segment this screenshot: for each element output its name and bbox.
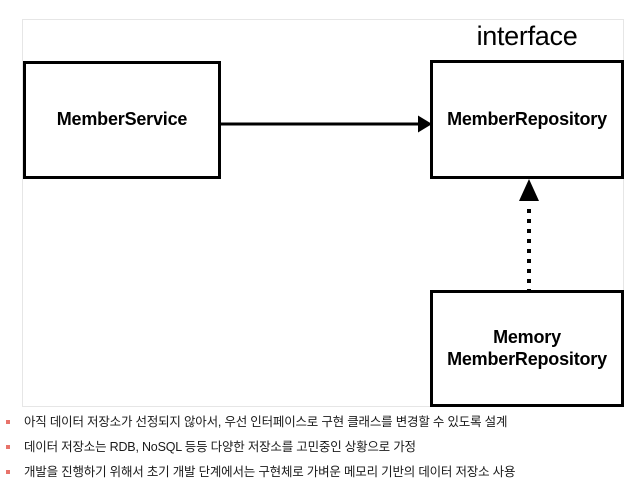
realization-arrow-dotted	[519, 179, 539, 293]
dependency-arrow-solid	[220, 115, 432, 133]
bullet-square-icon	[6, 445, 10, 449]
list-item-text: 아직 데이터 저장소가 선정되지 않아서, 우선 인터페이스로 구현 클래스를 …	[24, 415, 508, 429]
class-box-member-service: MemberService	[23, 61, 221, 179]
bullet-square-icon	[6, 420, 10, 424]
class-box-member-repository: MemberRepository	[430, 60, 624, 179]
class-box-member-service-label: MemberService	[56, 109, 188, 130]
diagram-canvas: interface MemberService MemberRepository…	[22, 19, 624, 407]
list-item: 데이터 저장소는 RDB, NoSQL 등등 다양한 저장소를 고민중인 상황으…	[0, 435, 639, 460]
class-box-memory-member-repository: Memory MemberRepository	[430, 290, 624, 407]
class-box-memory-member-repository-label: Memory MemberRepository	[447, 327, 607, 369]
list-item-text: 데이터 저장소는 RDB, NoSQL 등등 다양한 저장소를 고민중인 상황으…	[24, 440, 416, 454]
class-box-member-repository-label: MemberRepository	[447, 108, 607, 129]
notes-list: 아직 데이터 저장소가 선정되지 않아서, 우선 인터페이스로 구현 클래스를 …	[0, 410, 639, 485]
interface-stereotype-label: interface	[476, 21, 578, 51]
list-item-text: 개발을 진행하기 위해서 초기 개발 단계에서는 구현체로 가벼운 메모리 기반…	[24, 465, 516, 479]
list-item: 아직 데이터 저장소가 선정되지 않아서, 우선 인터페이스로 구현 클래스를 …	[0, 410, 639, 435]
bullet-square-icon	[6, 470, 10, 474]
list-item: 개발을 진행하기 위해서 초기 개발 단계에서는 구현체로 가벼운 메모리 기반…	[0, 460, 639, 485]
